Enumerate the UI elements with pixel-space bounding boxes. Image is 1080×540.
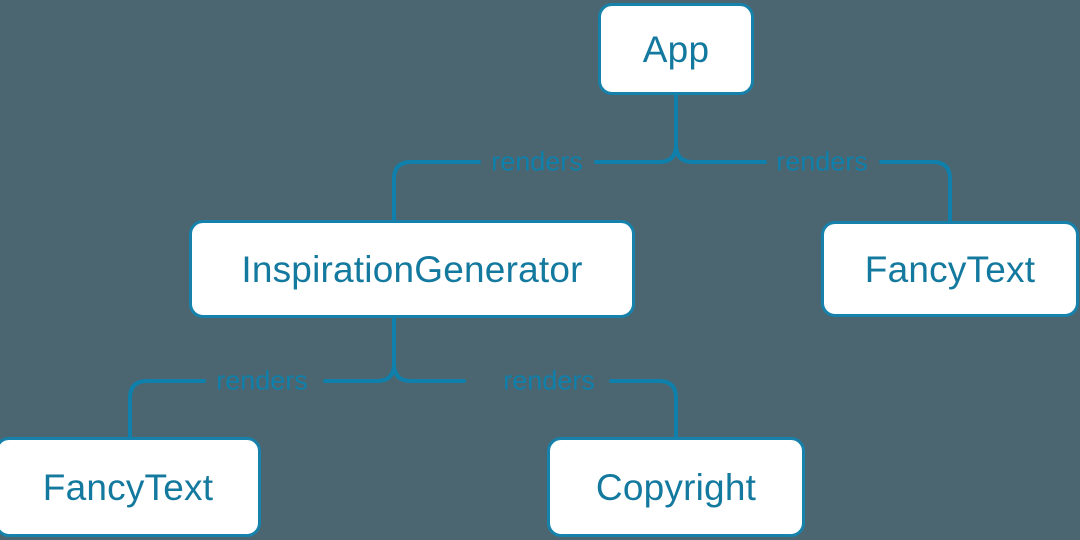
edge-label-app-to-inspirationgenerator: renders (491, 146, 583, 177)
node-copyright-label: Copyright (595, 466, 757, 508)
node-copyright[interactable]: Copyright (547, 437, 805, 537)
node-fancytext-right-label: FancyText (864, 248, 1036, 290)
node-fancytext-right[interactable]: FancyText (821, 221, 1079, 317)
node-app[interactable]: App (598, 3, 754, 95)
node-inspirationgenerator-label: InspirationGenerator (241, 248, 583, 290)
node-fancytext-left-label: FancyText (42, 466, 214, 508)
edge-label-inspirationgenerator-to-fancytext-left: renders (216, 365, 308, 396)
node-fancytext-left[interactable]: FancyText (0, 437, 261, 537)
edge-label-inspirationgenerator-to-copyright: renders (503, 365, 595, 396)
edge-app-to-fancytext-right (674, 93, 952, 223)
edge-label-app-to-fancytext-right: renders (776, 146, 868, 177)
edge-inspirationgenerator-to-copyright (392, 316, 678, 439)
node-app-label: App (642, 28, 710, 70)
node-inspirationgenerator[interactable]: InspirationGenerator (189, 220, 635, 318)
